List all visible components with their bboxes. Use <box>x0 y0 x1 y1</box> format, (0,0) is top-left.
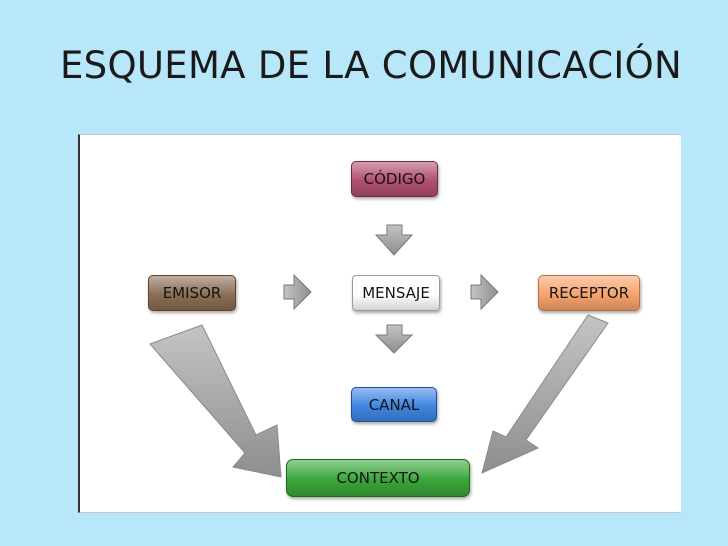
communication-diagram: CÓDIGO EMISOR MENSAJE RECEPTOR CANAL CON… <box>78 134 681 513</box>
slide-title: ESQUEMA DE LA COMUNICACIÓN <box>60 44 683 87</box>
node-receptor-label: RECEPTOR <box>548 284 630 302</box>
diagram-arrows <box>149 224 609 478</box>
arrow-mensaje-to-receptor <box>470 273 499 311</box>
node-receptor: RECEPTOR <box>538 275 640 311</box>
arrow-emisor-to-contexto <box>149 324 282 478</box>
arrow-receptor-to-contexto <box>481 314 609 474</box>
node-emisor-label: EMISOR <box>162 284 222 302</box>
node-codigo-label: CÓDIGO <box>363 170 426 188</box>
node-canal-label: CANAL <box>368 395 420 414</box>
node-mensaje: MENSAJE <box>352 275 440 311</box>
node-codigo: CÓDIGO <box>351 161 438 197</box>
node-contexto-label: CONTEXTO <box>336 469 420 487</box>
arrow-emisor-to-mensaje <box>283 273 312 311</box>
node-emisor: EMISOR <box>148 275 236 311</box>
node-mensaje-label: MENSAJE <box>362 284 430 302</box>
arrow-mensaje-to-canal <box>374 324 414 354</box>
node-canal: CANAL <box>351 387 437 422</box>
arrow-codigo-to-mensaje <box>374 224 414 256</box>
node-contexto: CONTEXTO <box>286 459 470 497</box>
